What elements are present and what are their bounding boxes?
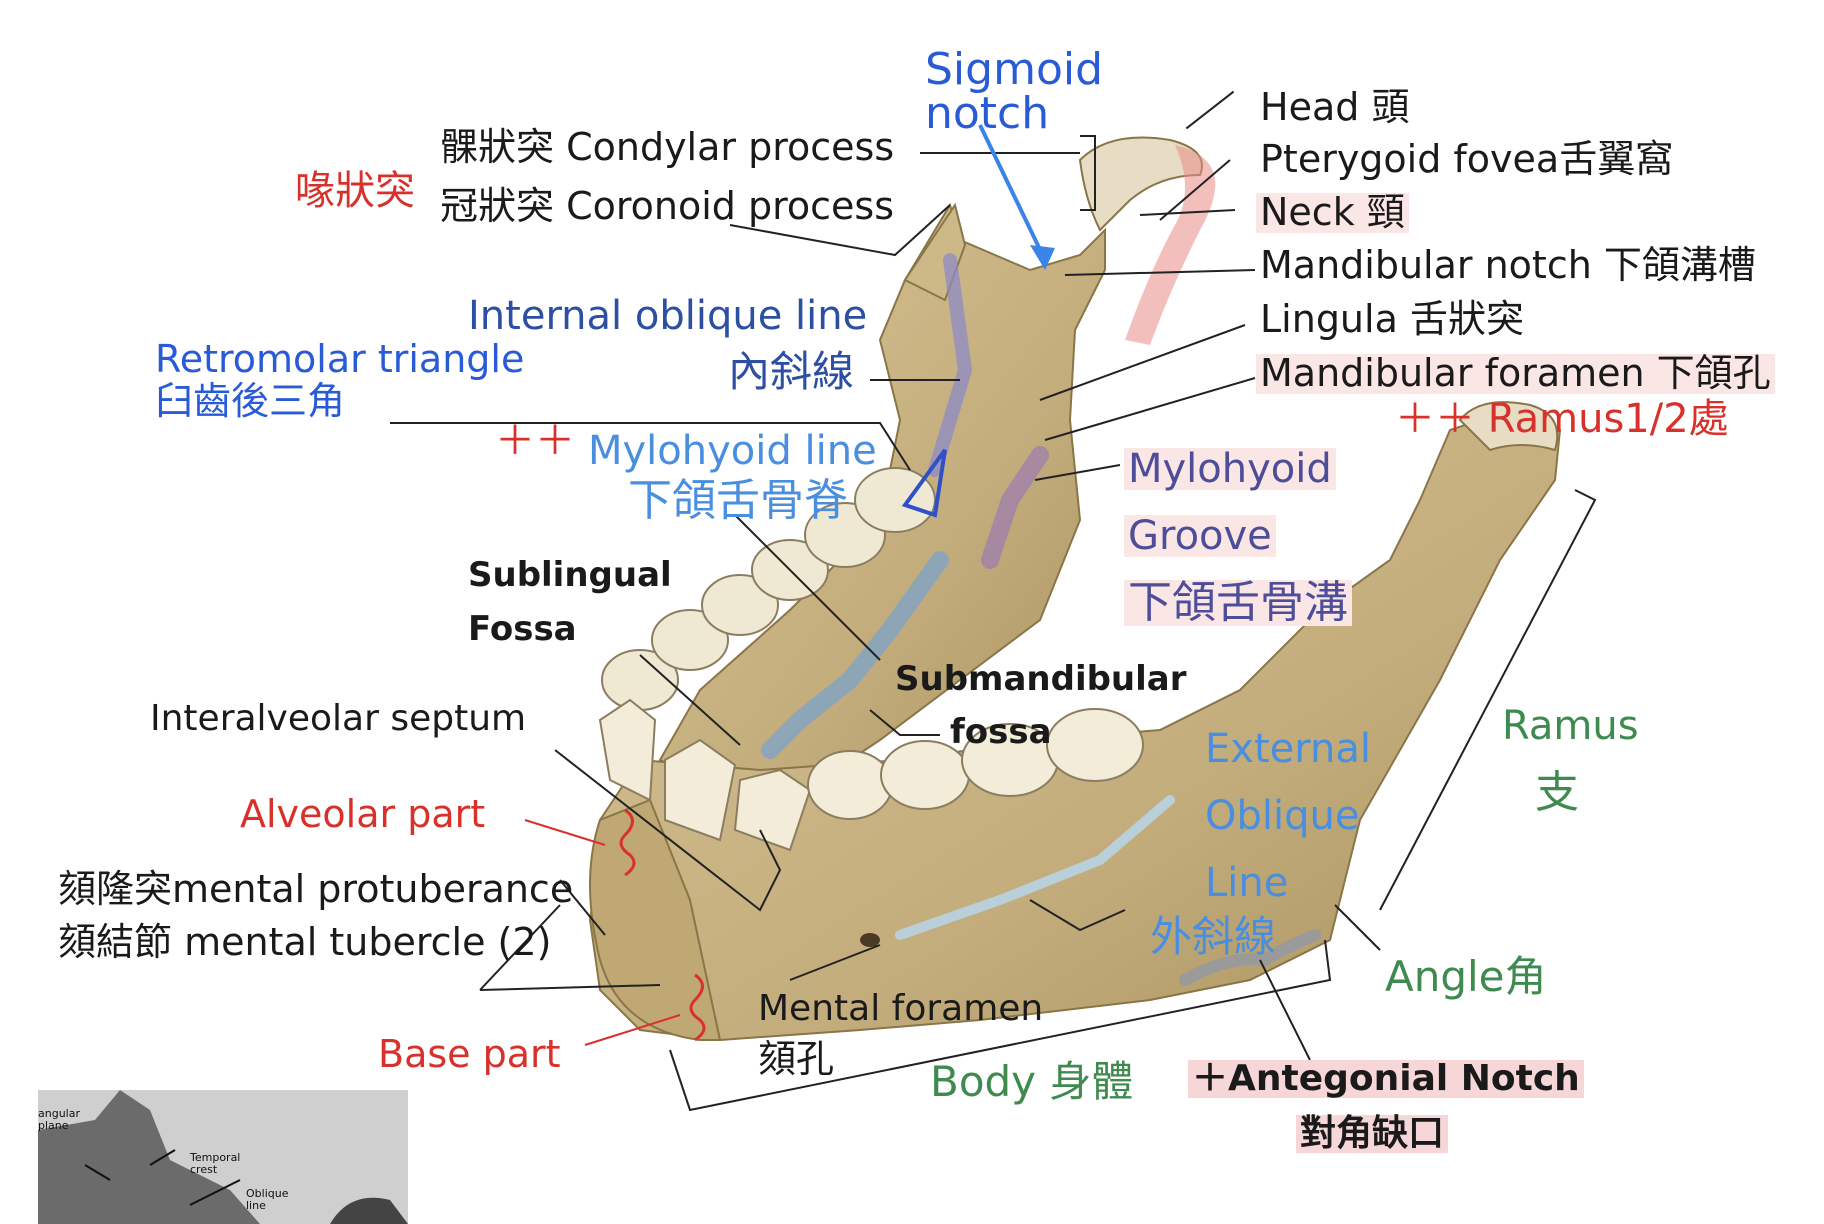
label-base-part: Base part bbox=[378, 1032, 561, 1076]
teeth-near-row bbox=[598, 698, 1144, 852]
label-internal-oblique-line-zh: 內斜線 bbox=[728, 347, 855, 396]
label-mental-protuberance: 頦隆突mental protuberance bbox=[58, 867, 574, 911]
label-ramus: Ramus bbox=[1502, 703, 1639, 749]
label-coronoid-alt: 喙狀突 bbox=[295, 168, 415, 214]
inset-label-temporal-crest: Temporal crest bbox=[190, 1151, 241, 1177]
label-external-oblique-3: Line bbox=[1205, 860, 1289, 906]
label-coronoid-process: 冠狀突 Coronoid process bbox=[440, 184, 895, 228]
label-mylohyoid-line: Mylohyoid line bbox=[588, 428, 877, 474]
inset-reference-image bbox=[38, 1090, 408, 1224]
label-lingula: Lingula 舌狀突 bbox=[1260, 297, 1524, 341]
label-mandibular-notch: Mandibular notch 下頜溝槽 bbox=[1260, 243, 1756, 287]
inset-label-oblique-line: Oblique line bbox=[246, 1187, 289, 1213]
label-ramus-half: ＋＋ Ramus1/2處 bbox=[1395, 396, 1729, 442]
label-sublingual-fossa-2: Fossa bbox=[468, 609, 577, 649]
label-interalveolar-septum: Interalveolar septum bbox=[150, 698, 527, 739]
label-retromolar-triangle-zh: 臼齒後三角 bbox=[155, 379, 346, 423]
label-external-oblique-zh: 外斜線 bbox=[1150, 912, 1277, 961]
label-external-oblique-2: Oblique bbox=[1205, 793, 1360, 839]
label-submandibular-fossa-2: fossa bbox=[950, 712, 1052, 752]
label-mylohyoid-groove-1: Mylohyoid bbox=[1124, 448, 1336, 490]
label-mental-tubercle: 頦結節 mental tubercle (2) bbox=[58, 920, 552, 964]
label-external-oblique-1: External bbox=[1205, 726, 1371, 772]
label-condylar-process: 髁狀突 Condylar process bbox=[440, 125, 895, 169]
leader-lines bbox=[390, 90, 1597, 1112]
mental-foramen-hole bbox=[860, 933, 880, 947]
label-plus-plus-mylohyoid: ＋＋ bbox=[495, 418, 575, 464]
label-pterygoid-fovea: Pterygoid fovea舌翼窩 bbox=[1260, 137, 1674, 181]
label-sigmoid-notch: Sigmoid notch bbox=[925, 44, 1104, 139]
label-neck: Neck 頸 bbox=[1256, 192, 1409, 233]
label-body: Body 身體 bbox=[930, 1057, 1134, 1106]
inset-label-angular-plane: angular plane bbox=[38, 1107, 80, 1133]
label-angle: Angle角 bbox=[1385, 952, 1547, 1001]
label-mylohyoid-groove-2: Groove bbox=[1124, 515, 1276, 557]
mandible-chin bbox=[589, 798, 722, 1041]
label-head: Head 頭 bbox=[1260, 85, 1410, 129]
label-mental-foramen: Mental foramen bbox=[758, 988, 1044, 1029]
label-retromolar-triangle: Retromolar triangle bbox=[155, 337, 525, 381]
label-antegonial-notch-zh: 對角缺口 bbox=[1296, 1115, 1449, 1153]
label-antegonial-notch: ＋Antegonial Notch bbox=[1188, 1060, 1584, 1098]
label-submandibular-fossa-1: Submandibular bbox=[895, 659, 1187, 699]
label-mandibular-foramen: Mandibular foramen 下頜孔 bbox=[1256, 353, 1775, 394]
label-internal-oblique-line: Internal oblique line bbox=[468, 293, 868, 339]
label-mylohyoid-groove-zh: 下頜舌骨溝 bbox=[1124, 579, 1352, 627]
condyle-head-right bbox=[1458, 401, 1559, 452]
label-sublingual-fossa-1: Sublingual bbox=[468, 555, 672, 595]
label-ramus-zh: 支 bbox=[1535, 767, 1579, 818]
label-alveolar-part: Alveolar part bbox=[240, 792, 486, 836]
label-mylohyoid-line-zh: 下頜舌骨脊 bbox=[628, 475, 848, 526]
label-mental-foramen-zh: 頦孔 bbox=[758, 1037, 835, 1081]
